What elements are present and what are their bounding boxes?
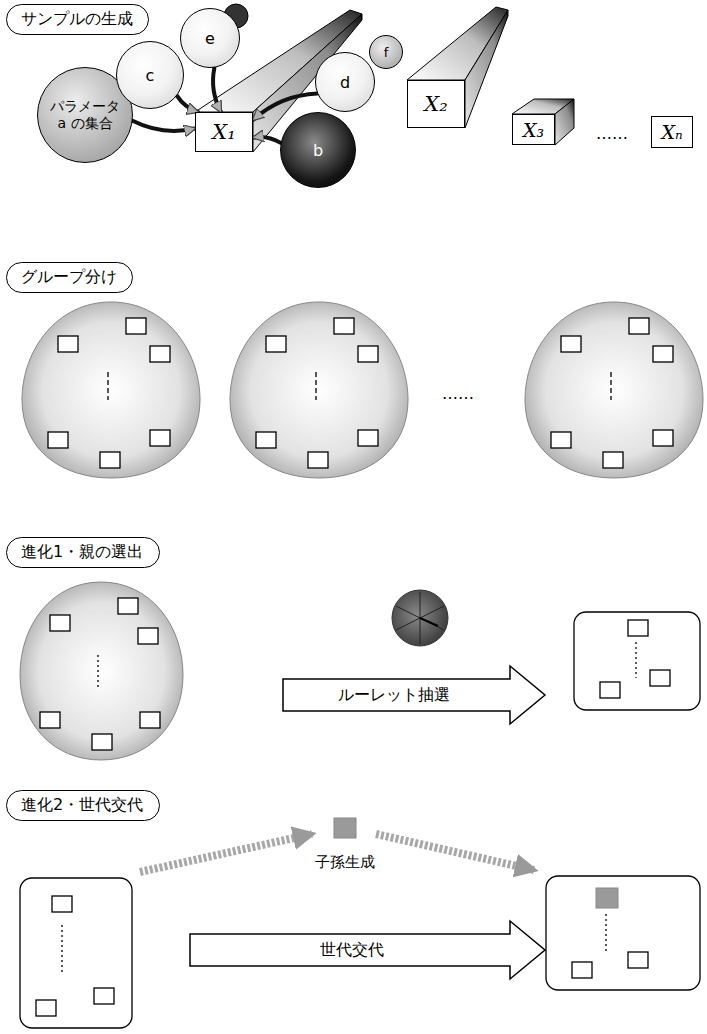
section-heading: サンプルの生成 <box>6 4 149 35</box>
section-heading: 進化1・親の選出 <box>6 537 160 568</box>
sample-box: Xₙ <box>651 116 693 148</box>
sample-box: X₂ <box>407 80 465 128</box>
parameter-circle: e <box>180 8 240 68</box>
sample-box: X₃ <box>512 114 555 145</box>
parameter-arrow <box>253 137 281 143</box>
arrow-label: 世代交代 <box>320 940 384 959</box>
parameter-circle: d <box>315 52 375 112</box>
ellipsis: …… <box>596 124 628 143</box>
step-label: 子孫生成 <box>315 853 375 871</box>
parameter-arrow <box>253 94 317 121</box>
sample-label: X₃ <box>523 119 544 141</box>
heading-text: 進化1・親の選出 <box>21 542 143 562</box>
heading-text: 進化2・世代交代 <box>21 795 143 815</box>
section-heading: グループ分け <box>6 262 133 293</box>
ellipsis: …… <box>442 384 474 403</box>
sample-label: Xₙ <box>661 121 682 143</box>
parameter-circle: f <box>369 35 403 69</box>
sample-box: X₁ <box>195 112 253 152</box>
parameter-label: パラメータ a の集合 <box>48 98 122 132</box>
parameter-set-circle: パラメータ a の集合 <box>37 67 133 163</box>
parameter-arrow <box>177 96 198 112</box>
parameter-circle: c <box>116 41 184 109</box>
sample-label: X₂ <box>424 92 447 116</box>
parameter-label: c <box>146 66 155 85</box>
arrow-label: ルーレット抽選 <box>338 685 450 704</box>
parameter-label: f <box>384 45 389 60</box>
parameter-arrow <box>213 68 221 112</box>
heading-text: グループ分け <box>21 267 117 287</box>
sample-label: X₁ <box>212 120 235 144</box>
parameter-label: b <box>313 141 323 160</box>
parameter-label: d <box>340 73 350 92</box>
parameter-label: e <box>205 29 215 48</box>
heading-text: サンプルの生成 <box>21 9 133 29</box>
section-heading: 進化2・世代交代 <box>6 790 160 821</box>
parameter-circle: b <box>280 112 356 188</box>
parameter-arrow <box>133 121 195 131</box>
